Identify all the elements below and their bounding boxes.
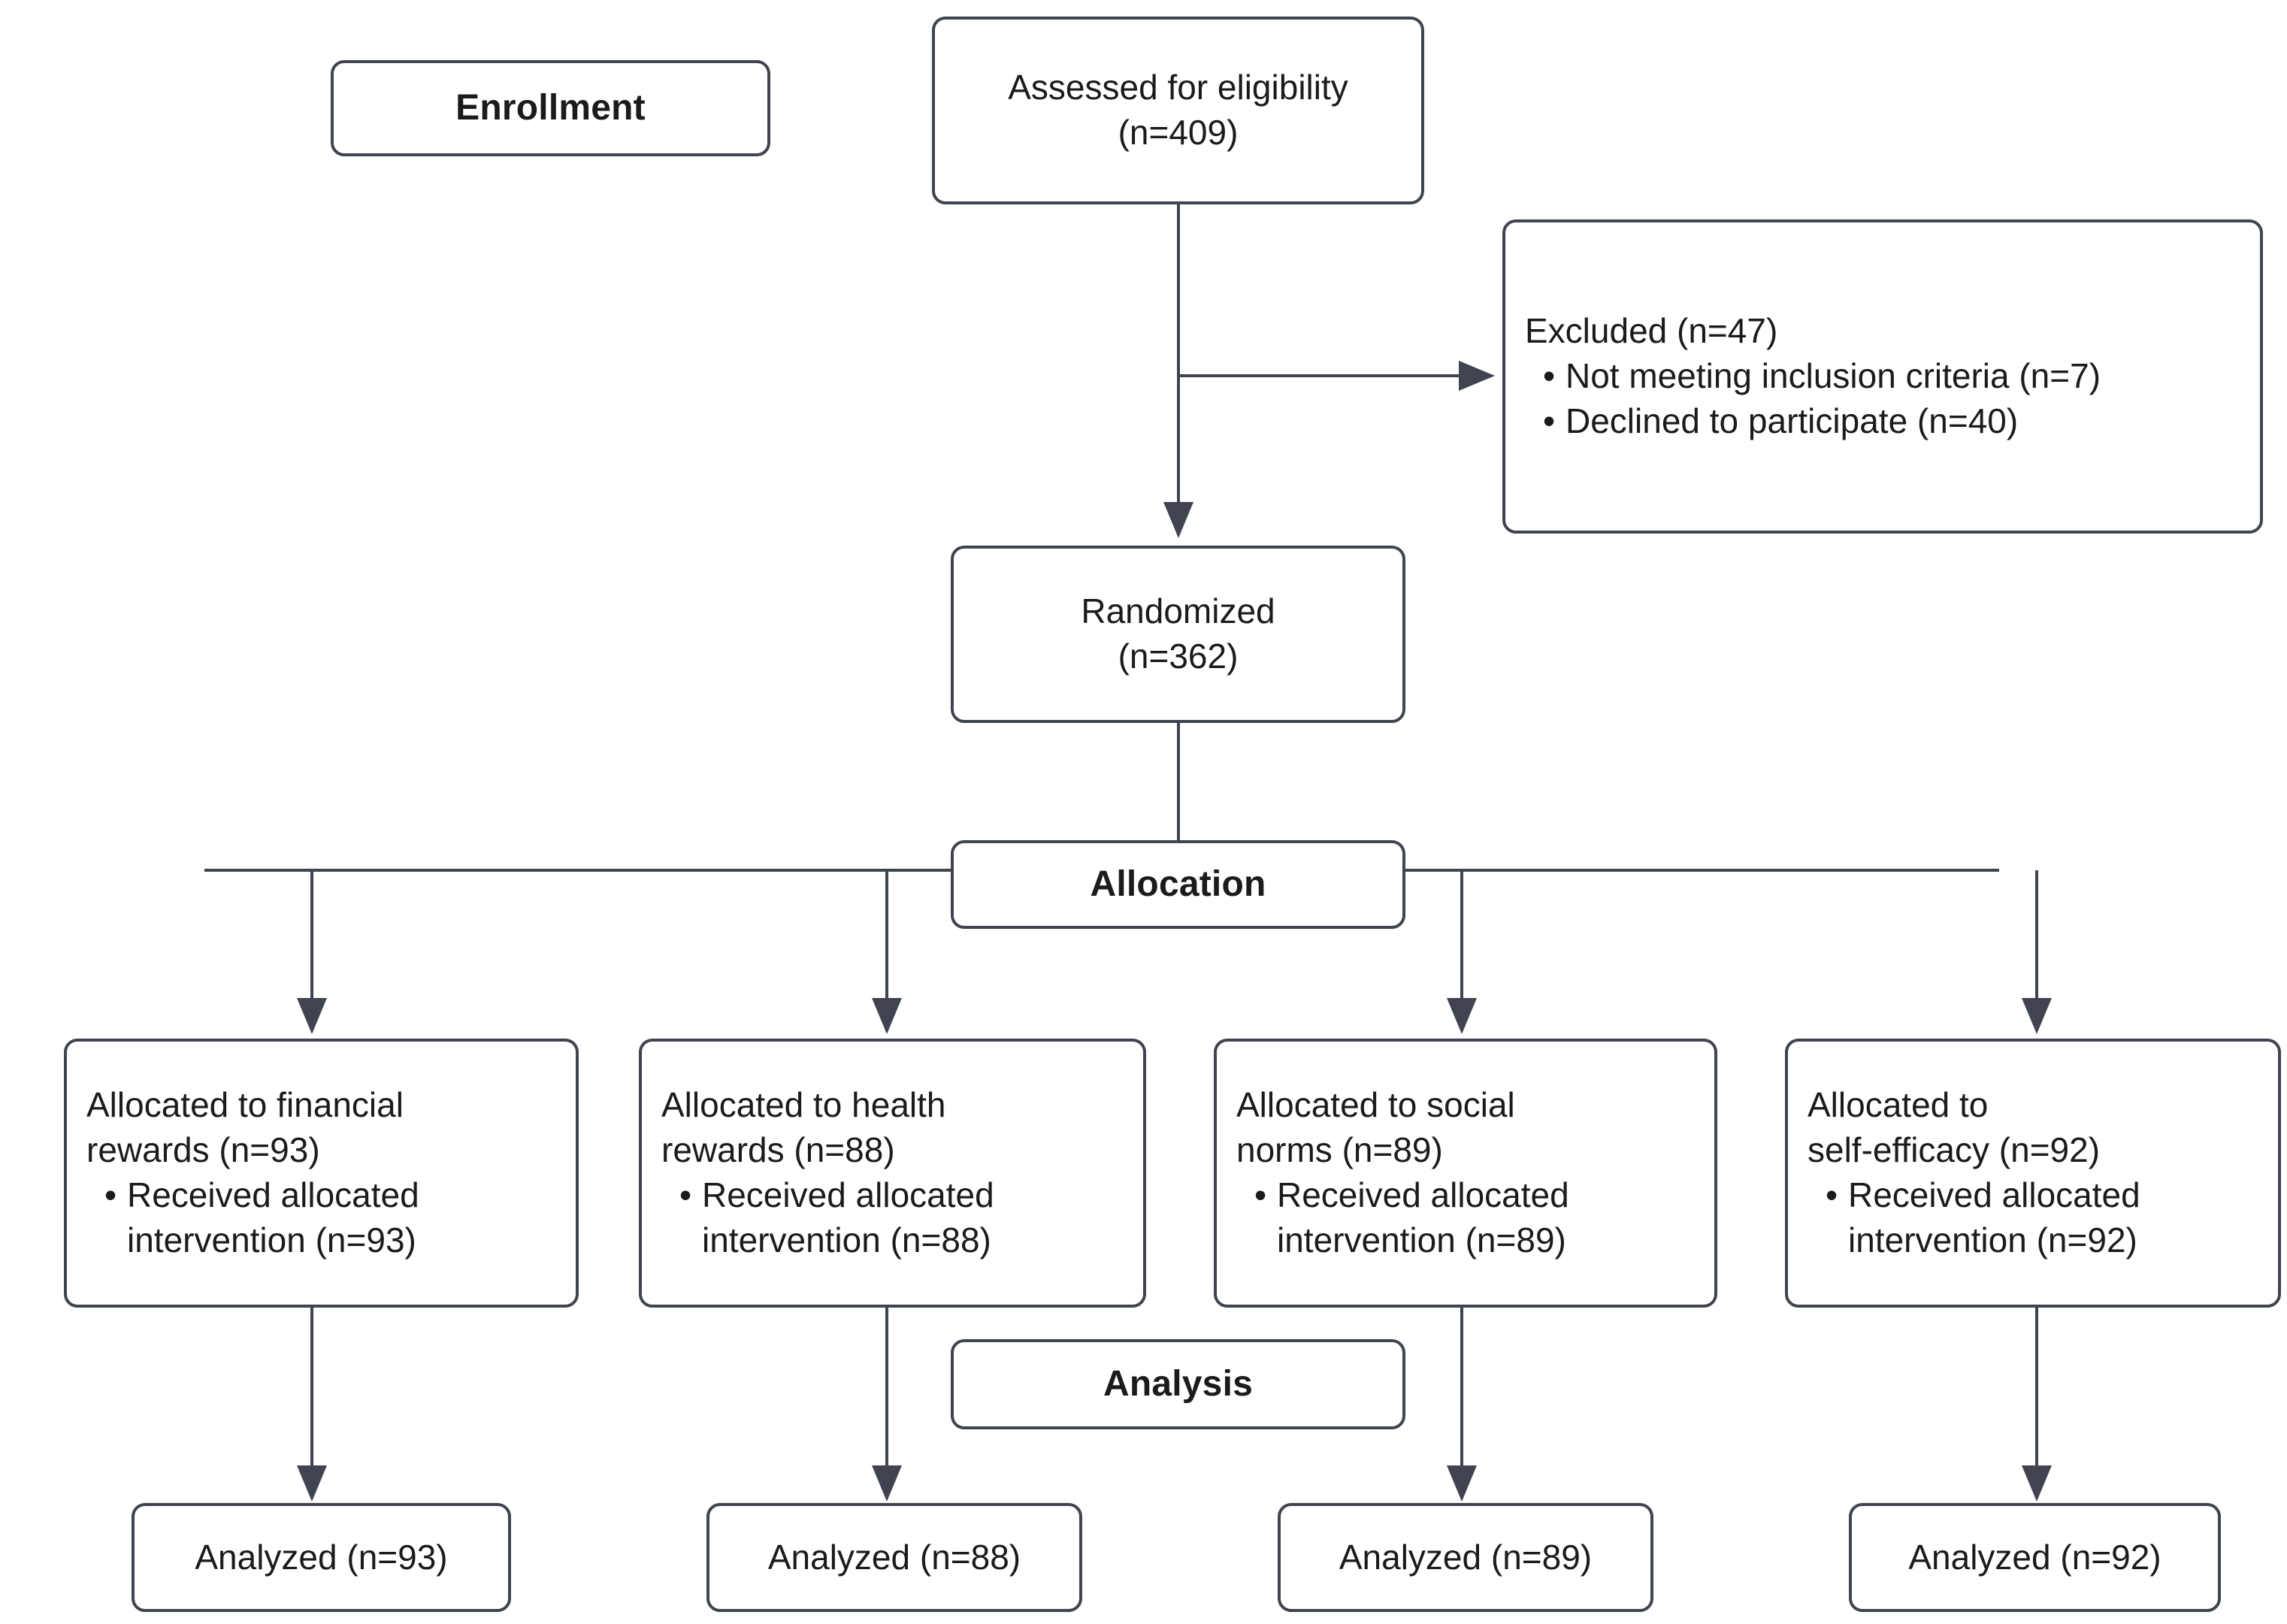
allocated-arm-2-line-1: Allocated to health (661, 1085, 946, 1125)
phase-label-analysis-text: Analysis (1103, 1363, 1254, 1404)
allocated-arm-4-line-1: Allocated to (1808, 1085, 1989, 1125)
node-allocated-arm-3: Allocated to social norms (n=89) Receive… (1214, 1039, 1717, 1308)
assessed-line-1: Assessed for eligibility (1008, 68, 1348, 107)
allocated-arm-2-line-2: rewards (n=88) (661, 1130, 895, 1170)
allocated-arm-4-received: Received allocated intervention (n=92) (1826, 1173, 2258, 1263)
excluded-header: Excluded (n=47) (1525, 311, 1778, 351)
phase-label-allocation: Allocation (951, 840, 1405, 929)
analyzed-arm-3-text: Analyzed (n=89) (1339, 1537, 1593, 1577)
randomized-line-1: Randomized (1081, 591, 1275, 631)
node-analyzed-arm-2: Analyzed (n=88) (706, 1503, 1082, 1612)
randomized-line-2: (n=362) (1118, 637, 1239, 676)
allocated-arm-4-bullet-list: Received allocated intervention (n=92) (1808, 1173, 2258, 1263)
assessed-line-2: (n=409) (1118, 113, 1239, 152)
allocated-arm-3-received: Received allocated intervention (n=89) (1254, 1173, 1695, 1263)
phase-label-analysis: Analysis (951, 1339, 1405, 1429)
analyzed-arm-4-text: Analyzed (n=92) (1908, 1537, 2161, 1577)
node-analyzed-arm-4: Analyzed (n=92) (1849, 1503, 2221, 1612)
allocated-arm-1-received: Received allocated intervention (n=93) (104, 1173, 556, 1263)
analyzed-arm-2-text: Analyzed (n=88) (767, 1537, 1021, 1577)
node-allocated-arm-1: Allocated to financial rewards (n=93) Re… (64, 1039, 579, 1308)
node-analyzed-arm-3: Analyzed (n=89) (1278, 1503, 1653, 1612)
allocated-arm-2-bullet-list: Received allocated intervention (n=88) (661, 1173, 1124, 1263)
allocated-arm-1-line-2: rewards (n=93) (86, 1130, 320, 1170)
node-randomized: Randomized (n=362) (951, 546, 1405, 723)
allocated-arm-1-bullet-list: Received allocated intervention (n=93) (86, 1173, 556, 1263)
node-allocated-arm-4: Allocated to self-efficacy (n=92) Receiv… (1785, 1039, 2281, 1308)
phase-label-enrollment-text: Enrollment (455, 87, 646, 128)
analyzed-arm-1-text: Analyzed (n=93) (195, 1537, 448, 1577)
allocated-arm-4-line-2: self-efficacy (n=92) (1808, 1130, 2101, 1170)
allocated-arm-1-line-1: Allocated to financial (86, 1085, 404, 1125)
excluded-bullet-item: Declined to participate (n=40) (1543, 399, 2240, 444)
node-assessed-for-eligibility: Assessed for eligibility (n=409) (932, 17, 1424, 204)
allocated-arm-3-line-2: norms (n=89) (1236, 1130, 1443, 1170)
allocated-arm-3-bullet-list: Received allocated intervention (n=89) (1236, 1173, 1695, 1263)
phase-label-enrollment: Enrollment (331, 60, 770, 156)
node-allocated-arm-2: Allocated to health rewards (n=88) Recei… (639, 1039, 1146, 1308)
node-analyzed-arm-1: Analyzed (n=93) (132, 1503, 511, 1612)
excluded-bullet-list: Not meeting inclusion criteria (n=7) Dec… (1525, 354, 2240, 444)
node-excluded: Excluded (n=47) Not meeting inclusion cr… (1502, 219, 2263, 534)
allocated-arm-2-received: Received allocated intervention (n=88) (679, 1173, 1124, 1263)
allocated-arm-3-line-1: Allocated to social (1236, 1085, 1515, 1125)
phase-label-allocation-text: Allocation (1090, 863, 1266, 904)
excluded-bullet-item: Not meeting inclusion criteria (n=7) (1543, 354, 2240, 399)
